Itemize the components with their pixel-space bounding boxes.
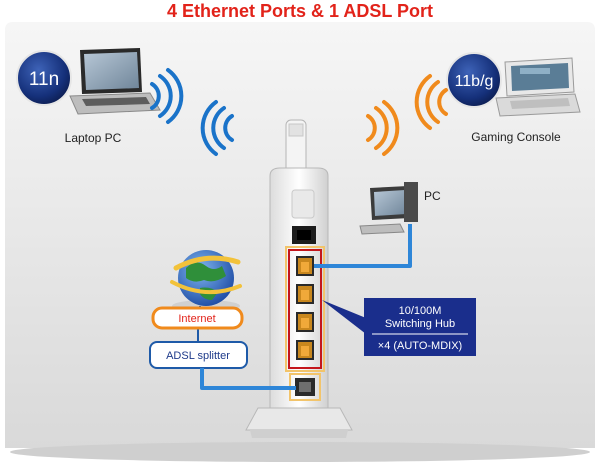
console-badge: 11b/g: [446, 52, 502, 108]
internet-label: Internet: [178, 313, 215, 325]
pc-label: PC: [424, 189, 441, 203]
lan-port: [296, 284, 314, 304]
hub-callout-line2: Switching Hub: [385, 318, 455, 330]
laptop-wifi-icon: [150, 68, 184, 124]
internet-box: Internet: [151, 306, 244, 330]
adsl-splitter-box: ADSL splitter: [149, 341, 248, 369]
lan-port: [296, 340, 314, 360]
console-icon: [495, 57, 581, 117]
laptop-icon: [69, 48, 161, 115]
console-badge-text: 11b/g: [455, 73, 494, 90]
adsl-cable: [200, 368, 296, 390]
router-wifi-right-icon: [366, 100, 400, 156]
laptop-badge-text: 11n: [29, 69, 59, 90]
laptop-label: Laptop PC: [65, 131, 122, 145]
router-wifi-left-icon: [200, 100, 234, 156]
adsl-port: [295, 378, 315, 396]
hub-callout-line3: ×4 (AUTO-MDIX): [378, 340, 462, 352]
console-label: Gaming Console: [471, 130, 561, 144]
lan-ports-highlight-outer: [285, 246, 325, 372]
hub-callout-line1: 10/100M: [399, 305, 442, 317]
lan-ports-highlight: [288, 249, 322, 369]
lan-port: [296, 256, 314, 276]
pc-icon: [359, 182, 418, 235]
laptop-badge: 11n: [16, 50, 72, 106]
adsl-splitter-label: ADSL splitter: [166, 350, 230, 362]
floor-shadow: [10, 442, 590, 462]
hub-callout: 10/100M Switching Hub ×4 (AUTO-MDIX): [364, 298, 476, 356]
hub-callout-pointer: [322, 300, 366, 334]
console-wifi-icon: [414, 74, 448, 130]
lan-port: [296, 312, 314, 332]
diagram-title: 4 Ethernet Ports & 1 ADSL Port: [166, 1, 434, 21]
pc-ethernet-cable: [314, 224, 412, 268]
